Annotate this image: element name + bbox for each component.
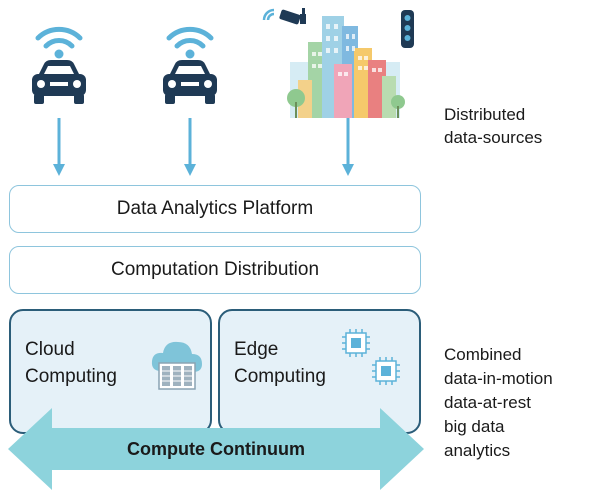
down-arrow-icon (342, 118, 354, 176)
compute-continuum-label: Compute Continuum (127, 439, 305, 459)
analytics-label-line2: data-in-motion (444, 369, 553, 388)
computation-distribution-box: Computation Distribution (9, 246, 421, 294)
camera-icon (279, 8, 306, 25)
down-arrow-icon (53, 118, 65, 176)
down-arrow-icon (184, 118, 196, 176)
edge-computing-line1: Edge (234, 339, 279, 360)
smart-city-icon (258, 2, 428, 120)
compute-continuum-label-wrap: Compute Continuum (8, 437, 424, 461)
cloud-computing-line2: Computing (25, 366, 117, 387)
analytics-label-line5: analytics (444, 441, 511, 460)
data-sources-label-line2: data-sources (444, 128, 543, 147)
compute-continuum-arrow (8, 408, 424, 490)
analytics-label-line4: big data (444, 417, 505, 436)
cloud-computing-label: Cloud Computing (25, 336, 117, 390)
cloud-server-icon (151, 341, 202, 390)
traffic-light-icon (401, 10, 414, 48)
connected-car-icon (24, 10, 94, 110)
analytics-label-line3: data-at-rest (444, 393, 531, 412)
analytics-label: Combined data-in-motion data-at-rest big… (444, 343, 553, 463)
data-analytics-platform-box: Data Analytics Platform (9, 185, 421, 233)
analytics-label-line1: Combined (444, 345, 522, 364)
edge-computing-line2: Computing (234, 366, 326, 387)
data-sources-label-line1: Distributed (444, 105, 526, 124)
edge-computing-box: Edge Computing (218, 309, 421, 434)
connected-car-icon (155, 10, 225, 110)
computation-distribution-label: Computation Distribution (110, 259, 320, 280)
cloud-computing-line1: Cloud (25, 339, 75, 360)
chip-icon (342, 329, 400, 385)
data-sources-label: Distributed data-sources (444, 103, 542, 149)
data-analytics-platform-label: Data Analytics Platform (116, 198, 314, 219)
edge-computing-label: Edge Computing (234, 336, 326, 390)
